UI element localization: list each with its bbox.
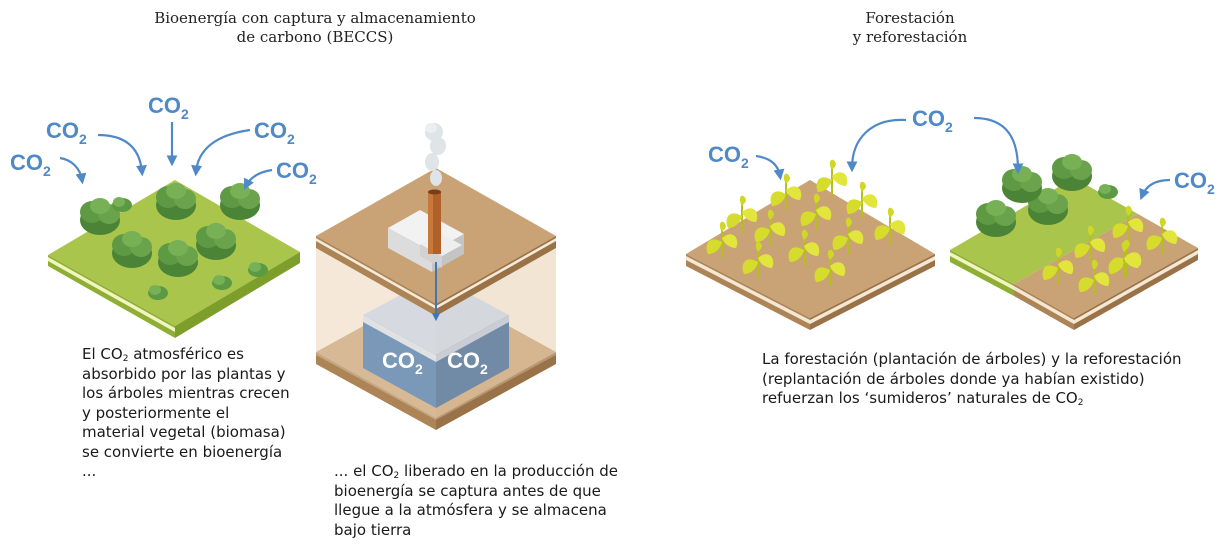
svg-text:CO2: CO2 — [10, 150, 51, 179]
reforestation-plot — [950, 154, 1198, 330]
svg-text:CO2: CO2 — [447, 348, 488, 377]
svg-text:CO2: CO2 — [148, 93, 189, 122]
underground-storage-block: CO2 CO2 — [316, 123, 556, 430]
svg-text:CO2: CO2 — [912, 106, 953, 135]
storage-description: ... el CO2 liberado en la producción de … — [334, 462, 619, 539]
afforestation-plot — [686, 158, 935, 330]
co2-arrows — [59, 122, 273, 190]
co2-label: CO2 CO2 CO2 CO2 CO2 — [10, 93, 317, 187]
svg-text:CO2: CO2 — [708, 142, 749, 171]
beccs-title-line2: de carbono (BECCS) — [236, 28, 394, 46]
co2-label: CO2 CO2 CO2 — [708, 106, 1215, 197]
biomass-description: El CO2 atmosférico es absorbido por las … — [82, 345, 290, 480]
svg-text:CO2: CO2 — [1174, 168, 1215, 197]
beccs-title-line1: Bioenergía con captura y almacenamiento — [154, 9, 476, 27]
forestation-description: La forestación (plantación de árboles) y… — [762, 350, 1182, 408]
svg-text:CO2: CO2 — [382, 348, 423, 377]
forest-title: Forestación y reforestación — [830, 9, 990, 47]
co2-arrows — [755, 116, 1171, 201]
biomass-land-tile — [48, 180, 300, 338]
svg-text:CO2: CO2 — [254, 118, 295, 147]
forest-title-line2: y reforestación — [852, 28, 968, 46]
beccs-title: Bioenergía con captura y almacenamiento … — [110, 9, 520, 47]
svg-text:CO2: CO2 — [46, 118, 87, 147]
svg-text:CO2: CO2 — [276, 158, 317, 187]
forest-title-line1: Forestación — [865, 9, 955, 27]
